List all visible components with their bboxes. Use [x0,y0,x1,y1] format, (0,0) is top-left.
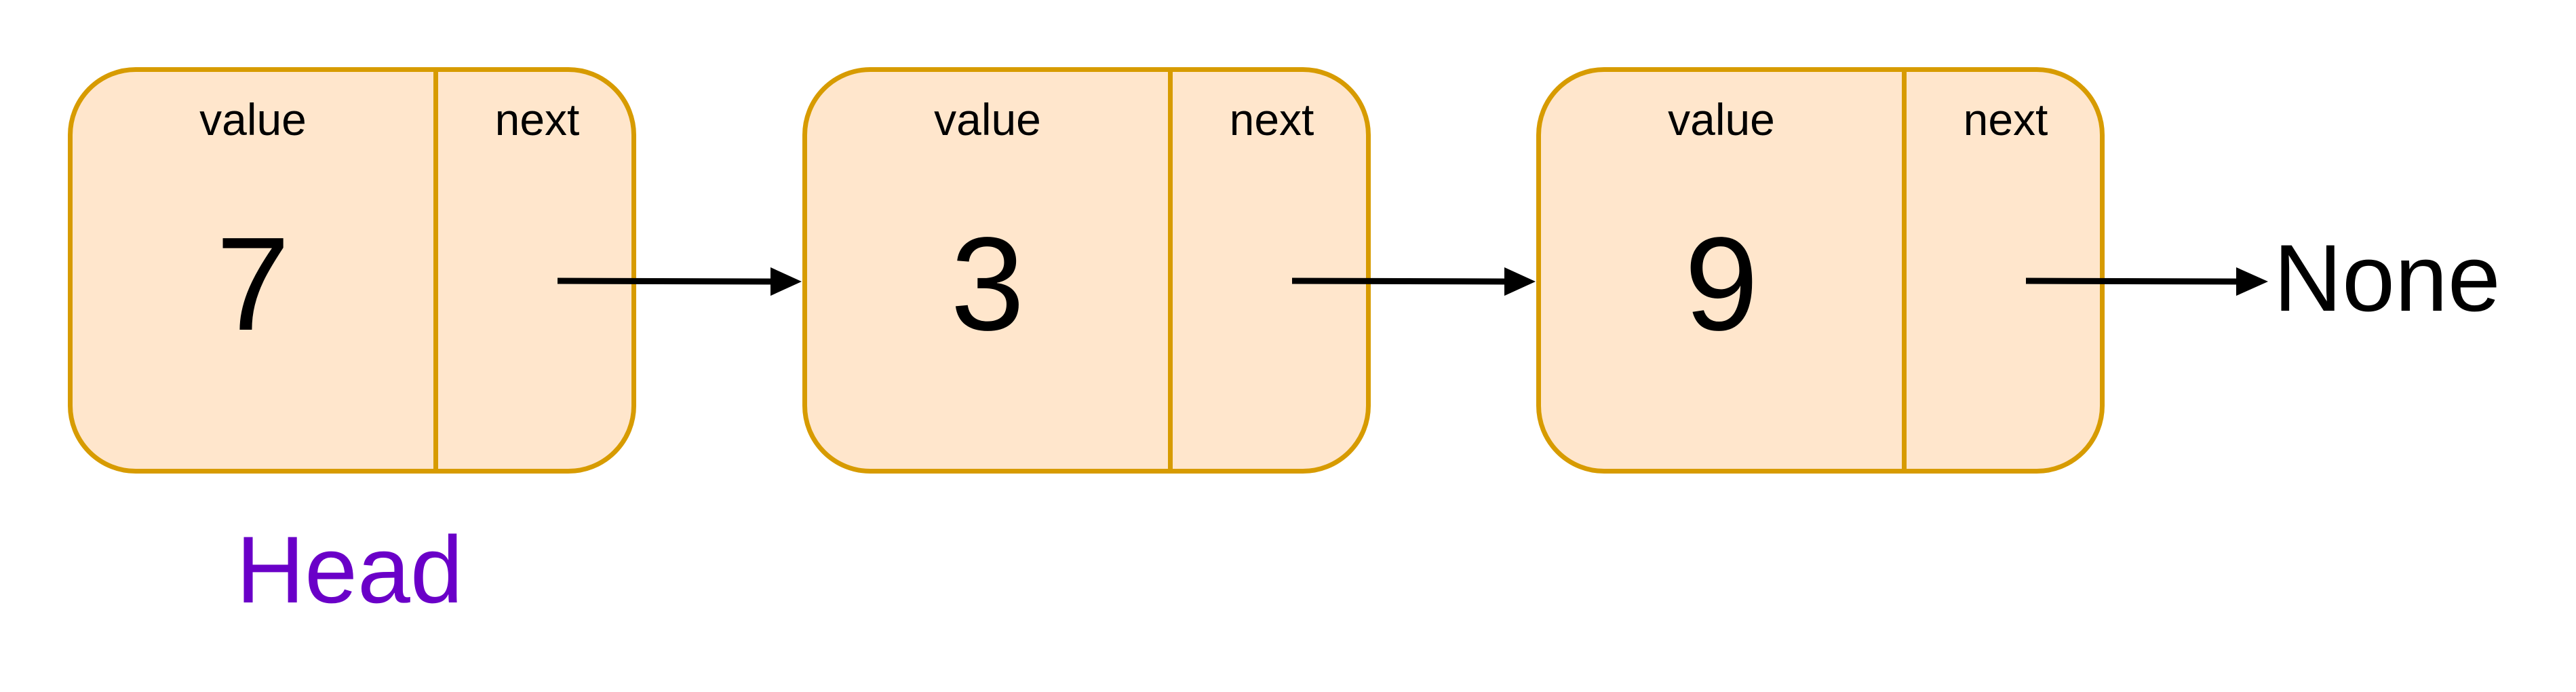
node-value: 3 [950,210,1025,358]
node-divider [1168,72,1173,469]
none-terminal-label: None [2273,225,2501,331]
arrow-node1-to-node2 [557,267,802,296]
node-value: 7 [216,210,290,358]
node-3: value next 9 [1536,67,2105,474]
next-field-label: next [494,94,580,145]
node-divider [1902,72,1907,469]
node-1: value next 7 [68,67,636,474]
node-value: 9 [1684,210,1759,358]
arrow-node3-to-none [2025,267,2268,296]
next-field-label: next [1963,94,2048,145]
node-2: value next 3 [802,67,1371,474]
next-field-label: next [1229,94,1314,145]
arrow-node2-to-node3 [1291,267,1536,296]
value-field-label: value [1668,94,1775,145]
value-field-label: value [934,94,1041,145]
value-field-label: value [199,94,307,145]
node-divider [433,72,438,469]
head-label: Head [236,516,463,623]
